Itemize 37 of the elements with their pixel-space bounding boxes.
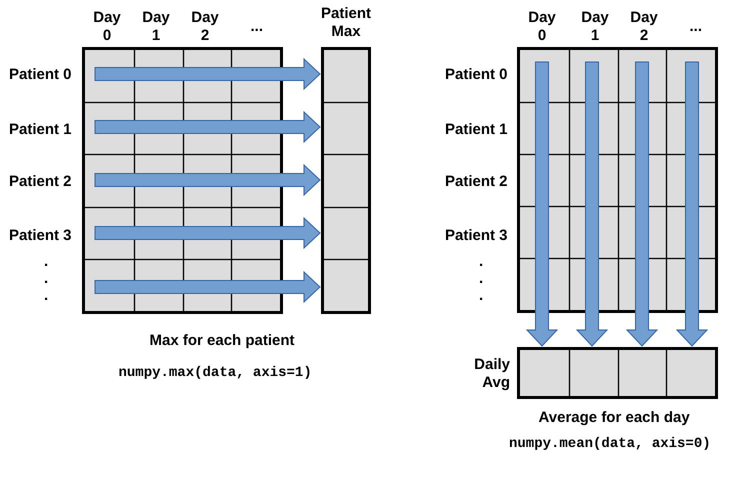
block-arrow [94, 216, 321, 250]
block-arrow [526, 62, 558, 347]
row-header: Patient 3 [445, 227, 508, 245]
row-header: Patient 0 [445, 66, 508, 84]
row-header: Patient 2 [445, 173, 508, 191]
ellipsis-dot: . [479, 270, 484, 288]
row-header: Patient 0 [9, 66, 72, 84]
code-label: numpy.max(data, axis=1) [118, 364, 312, 382]
row-header: Patient 1 [445, 121, 508, 139]
row-header: Patient 3 [9, 227, 72, 245]
ellipsis-dot: . [479, 253, 484, 271]
column-header: Day 0 [92, 9, 122, 45]
block-arrow [626, 62, 658, 347]
block-arrow [676, 62, 708, 347]
column-heading: Patient Max [320, 5, 372, 41]
column-header: Day 1 [580, 9, 610, 45]
column-header: Day 0 [527, 9, 557, 45]
column-header: Day 2 [629, 9, 659, 45]
block-arrow [94, 164, 321, 196]
row-header: Patient 1 [9, 121, 72, 139]
block-arrow [94, 270, 321, 304]
ellipsis-label: ... [250, 18, 264, 36]
ellipsis-dot: . [44, 287, 48, 305]
caption: Average for each day [538, 409, 690, 427]
ellipsis-dot: . [44, 253, 48, 271]
ellipsis-label: ... [690, 18, 702, 36]
block-arrow [94, 110, 321, 144]
column-heading: Daily Avg [473, 356, 510, 392]
column-header: Day 1 [141, 9, 171, 45]
code-label: numpy.mean(data, axis=0) [509, 435, 711, 453]
column-header: Day 2 [190, 9, 220, 45]
block-arrow [576, 62, 608, 347]
ellipsis-dot: . [44, 270, 48, 288]
row-header: Patient 2 [9, 173, 72, 191]
block-arrow [94, 58, 321, 90]
ellipsis-dot: . [479, 287, 484, 305]
caption: Max for each patient [150, 332, 295, 350]
